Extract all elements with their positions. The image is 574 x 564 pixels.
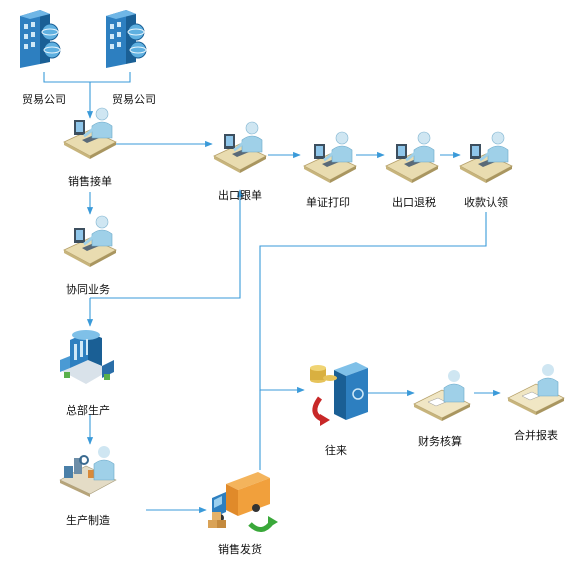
node-label: 销售发货 [218,542,262,556]
node-label: 单证打印 [306,195,350,209]
node-export-follow: 出口跟单 [212,120,268,202]
node-financial-accounting: 财务核算 [413,369,471,448]
node-consolidated-statements: 合并报表 [507,363,565,442]
connector-lines [43,72,501,514]
delivery-truck-icon [208,472,278,530]
node-document-print: 单证打印 [302,130,358,209]
node-label: 出口退税 [392,195,436,209]
node-sales-shipment: 销售发货 [208,472,278,556]
workstation-person-icon [458,130,514,185]
node-label: 财务核算 [418,434,462,448]
server-building-icon [19,9,61,69]
node-trade-company-2: 贸易公司 [105,9,156,106]
node-collaborative-business: 协同业务 [62,214,118,296]
workstation-person-icon [212,120,268,175]
node-label: 生产制造 [66,513,110,527]
node-label: 协同业务 [66,282,110,296]
node-label: 总部生产 [66,403,110,417]
safe-coins-icon [310,362,368,426]
node-label: 收款认领 [464,195,508,209]
node-headquarters-production: 总部生产 [60,330,114,417]
edge-trade2-bus [90,72,131,83]
report-desk-icon [507,363,565,416]
edge-claim-transactions [259,212,487,394]
node-trade-company-1: 贸易公司 [19,9,66,106]
factory-building-icon [60,330,114,384]
node-label: 出口跟单 [218,188,262,202]
factory-worker-icon [59,445,117,498]
accountant-desk-icon [413,369,471,422]
node-label: 合并报表 [514,428,558,442]
edge-collab-export [90,189,244,299]
node-label: 往来 [325,443,347,457]
node-label: 销售接单 [68,174,112,188]
edge-trade1-bus [43,72,91,96]
node-label: 贸易公司 [112,93,156,106]
workstation-person-icon [302,130,358,185]
node-transactions: 往来 [310,362,368,457]
node-production-manufacturing: 生产制造 [59,445,117,527]
server-building-icon [105,9,147,69]
workstation-person-icon [384,130,440,185]
node-sales-order: 销售接单 [62,106,118,188]
node-export-tax-refund: 出口退税 [384,130,440,209]
node-label: 贸易公司 [22,93,66,106]
workstation-person-icon [62,214,118,269]
node-payment-claim: 收款认领 [458,130,514,209]
